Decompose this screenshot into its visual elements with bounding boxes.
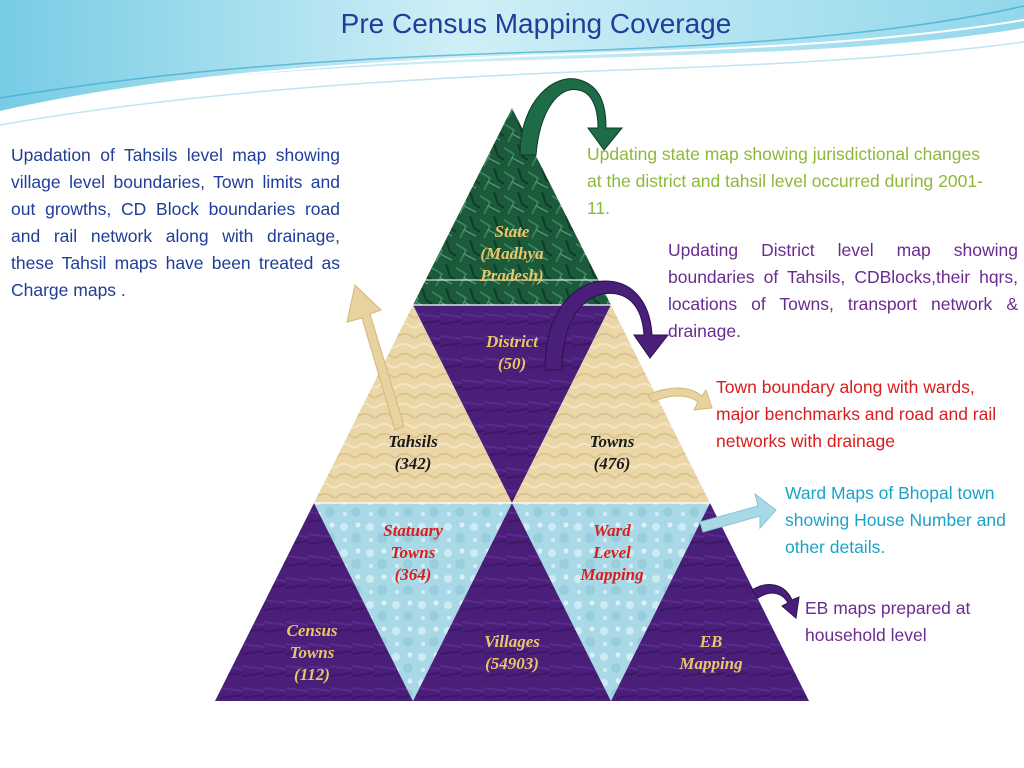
state-note: Updating state map showing jurisdictiona… xyxy=(587,141,992,222)
district-note: Updating District level map showing boun… xyxy=(668,237,1018,345)
district-label-line2: (50) xyxy=(462,353,562,375)
ward-level-label-line2: Level xyxy=(557,542,667,564)
page-title: Pre Census Mapping Coverage xyxy=(0,8,1024,40)
villages-label-line1: Villages xyxy=(457,631,567,653)
district-label-line1: District xyxy=(462,331,562,353)
tahsils-label-line2: (342) xyxy=(363,453,463,475)
state-label-line1: State xyxy=(462,221,562,243)
ward-note: Ward Maps of Bhopal town showing House N… xyxy=(785,480,1024,561)
district-label: District (50) xyxy=(462,331,562,375)
tahsils-label: Tahsils (342) xyxy=(363,431,463,475)
statuary-towns-label-line1: Statuary xyxy=(358,520,468,542)
state-label-line2: (Madhya xyxy=(462,243,562,265)
towns-label-line1: Towns xyxy=(562,431,662,453)
villages-label-line2: (54903) xyxy=(457,653,567,675)
statuary-towns-label: Statuary Towns (364) xyxy=(358,520,468,586)
ward-level-label-line1: Ward xyxy=(557,520,667,542)
towns-label-line2: (476) xyxy=(562,453,662,475)
ward-level-label-line3: Mapping xyxy=(557,564,667,586)
tahsils-label-line1: Tahsils xyxy=(363,431,463,453)
state-label: State (Madhya Pradesh) xyxy=(462,221,562,287)
census-towns-label-line2: Towns xyxy=(262,642,362,664)
statuary-towns-label-line3: (364) xyxy=(358,564,468,586)
eb-note: EB maps prepared at household level xyxy=(805,595,1015,649)
eb-mapping-label-line1: EB xyxy=(656,631,766,653)
eb-mapping-label-line2: Mapping xyxy=(656,653,766,675)
census-towns-label: Census Towns (112) xyxy=(262,620,362,686)
towns-label: Towns (476) xyxy=(562,431,662,475)
statuary-towns-label-line2: Towns xyxy=(358,542,468,564)
eb-mapping-label: EB Mapping xyxy=(656,631,766,675)
state-label-line3: Pradesh) xyxy=(462,265,562,287)
tahsil-note: Upadation of Tahsils level map showing v… xyxy=(11,142,340,304)
town-note: Town boundary along with wards, major be… xyxy=(716,374,1016,455)
ward-level-label: Ward Level Mapping xyxy=(557,520,667,586)
census-towns-label-line1: Census xyxy=(262,620,362,642)
villages-label: Villages (54903) xyxy=(457,631,567,675)
census-towns-label-line3: (112) xyxy=(262,664,362,686)
